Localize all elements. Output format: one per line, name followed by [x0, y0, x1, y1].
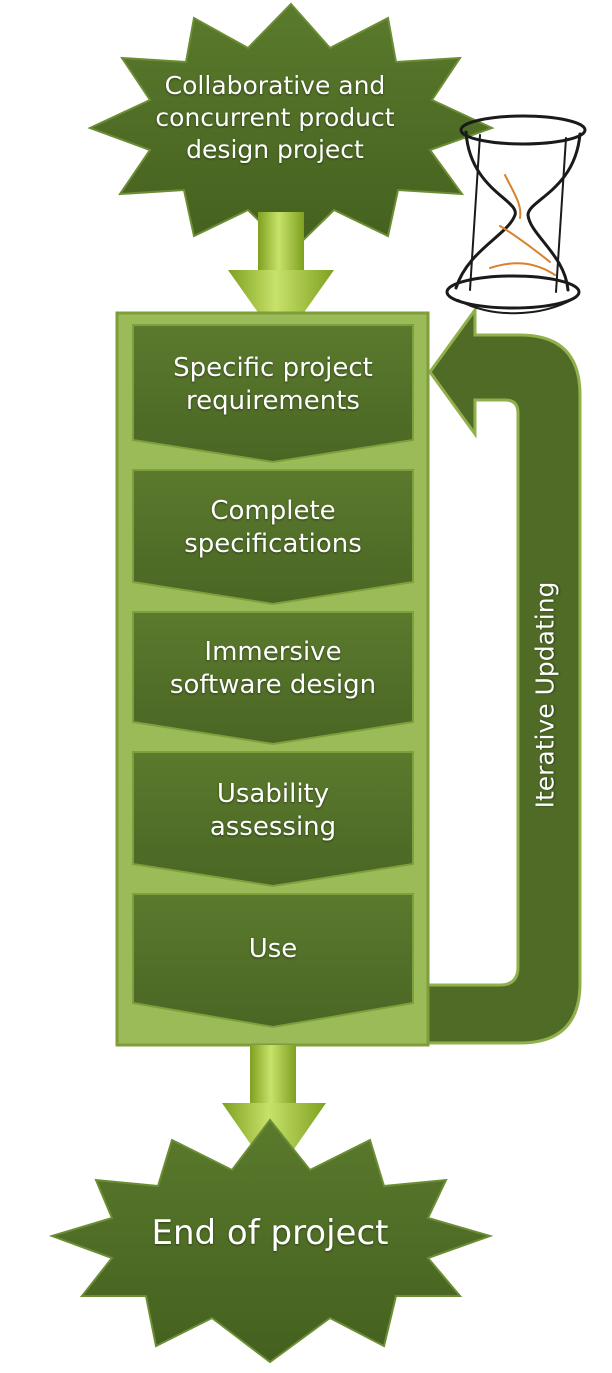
step-shapes [132, 324, 414, 1029]
step-line-1: Usability [216, 779, 330, 809]
iterative-updating-text: Iterative Updating [530, 581, 560, 809]
start-label-line-1: Collaborative and [164, 71, 386, 100]
step-use: Use [133, 933, 413, 966]
arrow-down-top [228, 212, 334, 345]
iterative-loop-arrow [418, 305, 582, 1045]
start-label: Collaborative and concurrent product des… [110, 70, 440, 166]
start-label-line-2: concurrent product [155, 103, 395, 132]
end-label: End of project [151, 1213, 389, 1253]
step-usability-assessing: Usability assessing [133, 778, 413, 845]
step-line-1: Immersive [204, 637, 342, 667]
start-label-line-3: design project [186, 135, 364, 164]
step-immersive-design: Immersive software design [133, 636, 413, 703]
step-line-1: Complete [210, 496, 336, 526]
step-complete-specifications: Complete specifications [133, 495, 413, 562]
step-line-1: Specific project [173, 353, 373, 383]
step-line-2: assessing [209, 812, 337, 843]
hourglass-icon [445, 114, 587, 315]
end-burst-shape [48, 1118, 494, 1364]
step-line-1: Use [248, 934, 298, 964]
step-line-2: requirements [186, 386, 360, 417]
step-specific-requirements: Specific project requirements [133, 352, 413, 419]
step-line-2: specifications [184, 529, 362, 560]
step-line-2: software design [169, 670, 377, 701]
